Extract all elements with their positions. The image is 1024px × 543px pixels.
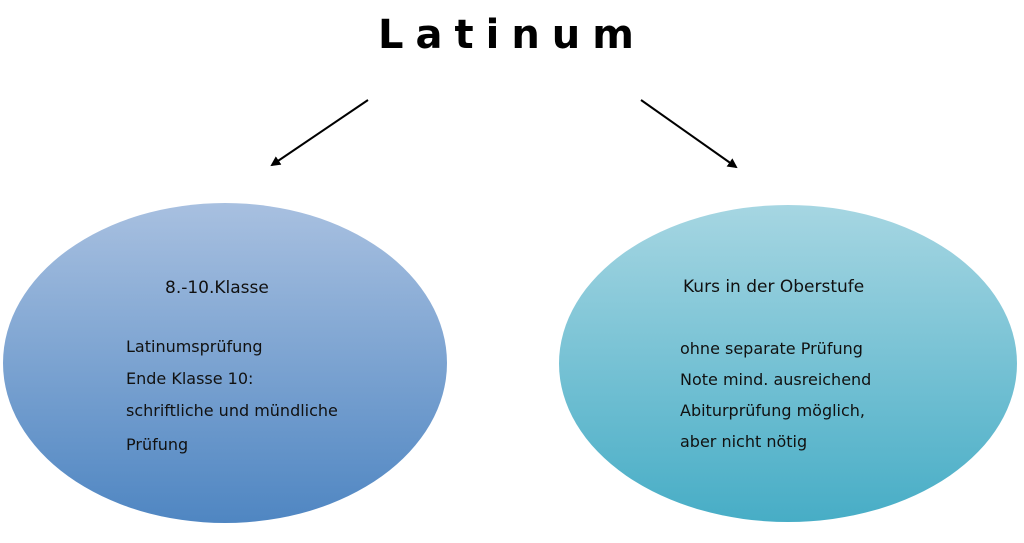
right-line: Note mind. ausreichend — [680, 370, 872, 389]
left-line: Ende Klasse 10: — [126, 369, 254, 388]
right-heading: Kurs in der Oberstufe — [683, 277, 865, 297]
left-line: Latinumsprüfung — [126, 337, 263, 356]
arrow-left — [270, 99, 369, 167]
left-line: Prüfung — [126, 435, 189, 454]
left-line: schriftliche und mündliche — [126, 401, 338, 420]
diagram-title: Latinum — [378, 12, 646, 58]
ellipse-oberstufe — [559, 205, 1017, 522]
left-heading: 8.-10.Klasse — [165, 278, 269, 298]
arrow-right — [640, 99, 738, 169]
ellipse-klasse-8-10 — [3, 203, 447, 523]
right-line: ohne separate Prüfung — [680, 339, 863, 358]
right-line: Abiturprüfung möglich, — [680, 401, 866, 420]
right-line: aber nicht nötig — [680, 432, 808, 451]
